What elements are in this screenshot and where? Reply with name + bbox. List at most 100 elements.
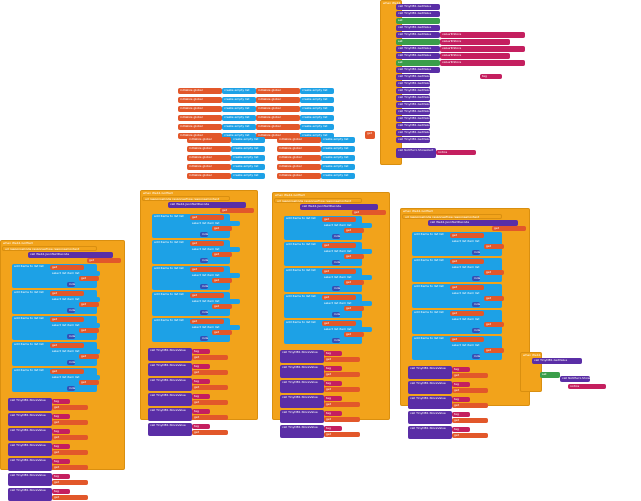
select-list-item-block[interactable]: select list item list [450,343,500,348]
tag-text-block[interactable]: tag [452,382,470,387]
tag-text-block[interactable]: tag [324,351,342,356]
tinydb-store-value-block[interactable]: call TinyDB1.StoreValue [408,426,452,439]
init-global-block[interactable]: initialize global [256,106,300,112]
get-global-list-block[interactable]: get [450,233,484,238]
tinydb-get-value-block[interactable]: call TinyDB1.GetValue [396,116,430,122]
select-list-item-block[interactable]: select list item list [450,317,500,322]
select-list-item-block[interactable]: select list item list [190,273,240,278]
tag-text-block[interactable]: tag [52,429,70,434]
tinydb-get-value-block[interactable]: call TinyDB1.GetValue [396,74,430,80]
set-or-call-block[interactable]: set [396,39,440,45]
init-global-block[interactable]: initialize global [178,88,222,94]
init-global-block[interactable]: initialize global [256,97,300,103]
tag-text-block[interactable]: tag [192,364,210,369]
create-empty-list-block[interactable]: create empty list [231,173,265,179]
get-global-list-block[interactable]: get [324,432,360,437]
tinydb-store-value-block[interactable]: call TinyDB1.StoreValue [8,428,52,441]
tag-text-block[interactable]: tag [192,424,210,429]
tag-text-block[interactable]: tag [452,397,470,402]
select-list-item-block[interactable]: select list item list [322,327,372,332]
tag-text-block[interactable]: tag [52,399,70,404]
get-global-list-block[interactable]: get [190,319,224,324]
init-global-block[interactable]: initialize global [256,133,300,139]
tinydb-get-value-block[interactable]: call TinyDB1.GetValue [396,137,430,143]
index-number-block[interactable]: index [200,258,208,263]
tinydb-store-value-block[interactable]: call TinyDB1.StoreValue [280,365,324,378]
create-empty-list-block[interactable]: create empty list [321,155,355,161]
get-global-list-block[interactable]: get [50,291,84,296]
set-or-call-block[interactable]: call TinyDB1.GetValue [396,53,440,59]
get-item-block[interactable]: get [79,302,99,307]
tinydb-get-value-block[interactable]: call TinyDB1.GetValue [396,95,430,101]
get-item-block[interactable]: get [212,252,232,257]
init-global-block[interactable]: initialize global [187,155,231,161]
tag-text-block[interactable]: tag [324,411,342,416]
create-empty-list-block[interactable]: create empty list [231,146,265,152]
tinydb-store-value-block[interactable]: call TinyDB1.StoreValue [148,363,192,376]
tinydb-store-value-block[interactable]: call TinyDB1.StoreValue [148,393,192,406]
create-empty-list-block[interactable]: create empty list [300,106,334,112]
tag-text-block[interactable]: tag [192,379,210,384]
tinydb-get-value-block[interactable]: call TinyDB1.GetValue [396,109,430,115]
tinydb-get-value-block[interactable]: call TinyDB1.GetValue [396,81,430,87]
select-list-item-block[interactable]: select list item list [322,301,372,306]
get-global-list-block[interactable]: get [52,480,88,485]
tag-text-block[interactable]: tag [452,412,470,417]
create-empty-list-block[interactable]: create empty list [321,173,355,179]
get-global-list-block[interactable]: get [450,337,484,342]
tinydb-store-value-block[interactable]: call TinyDB1.StoreValue [280,350,324,363]
init-global-block[interactable]: initialize global [256,88,300,94]
get-global-list-block[interactable]: get [324,417,360,422]
url-text-block[interactable]: valueToStore [440,53,510,59]
index-number-block[interactable]: index [67,360,75,365]
json-decode-block[interactable]: call Web1.JsonTextDecode [300,204,378,210]
create-empty-list-block[interactable]: create empty list [300,88,334,94]
init-global-block[interactable]: initialize global [187,164,231,170]
get-item-block[interactable]: get [344,254,364,259]
url-text-block[interactable]: valueToStore [440,46,525,52]
index-number-block[interactable]: index [332,234,340,239]
get-global-list-block[interactable]: get [52,435,88,440]
index-number-block[interactable]: index [472,302,480,307]
index-number-block[interactable]: index [200,336,208,341]
create-empty-list-block[interactable]: create empty list [222,133,256,139]
notice-text-block[interactable]: notice [436,150,476,155]
init-global-block[interactable]: initialize global [178,115,222,121]
get-global-list-block[interactable]: get [322,269,356,274]
tag-text-block[interactable]: tag [452,427,470,432]
tinydb-store-value-block[interactable]: call TinyDB1.StoreValue [8,413,52,426]
index-number-block[interactable]: index [472,328,480,333]
tinydb-store-value-block[interactable]: call TinyDB1.StoreValue [148,408,192,421]
create-empty-list-block[interactable]: create empty list [222,124,256,130]
tinydb-store-value-block[interactable]: call TinyDB1.StoreValue [8,443,52,456]
create-empty-list-block[interactable]: create empty list [222,88,256,94]
tinydb-get-value-block[interactable]: call TinyDB1.GetValue [396,88,430,94]
show-alert-block[interactable]: call Notifier1.ShowAlert [396,148,436,158]
init-global-block[interactable]: initialize global [277,164,321,170]
get-global-list-block[interactable]: get [322,295,356,300]
index-number-block[interactable]: index [472,250,480,255]
tinydb-store-value-block[interactable]: call TinyDB1.StoreValue [148,423,192,436]
set-or-call-block[interactable]: call TinyDB1.GetValue [396,11,440,17]
get-global-list-block[interactable]: get [190,241,224,246]
get-global-list-block[interactable]: get [50,343,84,348]
init-global-block[interactable]: initialize global [277,155,321,161]
select-list-item-block[interactable]: select list item list [190,221,240,226]
url-text-block[interactable]: valueToStore [440,39,510,45]
url-text-block[interactable]: valueToStore [440,60,525,66]
notice-text-block[interactable]: notice [568,384,606,389]
show-alert-block[interactable]: call Notifier1.ShowAlert [560,376,590,382]
tag-text-block[interactable]: tag [52,474,70,479]
get-global-list-block[interactable]: get [50,317,84,322]
index-number-block[interactable]: index [200,284,208,289]
get-item-block[interactable]: get [212,304,232,309]
create-empty-list-block[interactable]: create empty list [300,124,334,130]
init-global-block[interactable]: initialize global [178,97,222,103]
get-global-list-block[interactable]: get [50,369,84,374]
init-global-block[interactable]: initialize global [178,133,222,139]
tag-text-block[interactable]: tag [52,459,70,464]
create-empty-list-block[interactable]: create empty list [231,164,265,170]
init-global-block[interactable]: initialize global [277,137,321,143]
json-decode-block[interactable]: call Web1.JsonTextDecode [428,220,518,226]
select-list-item-block[interactable]: select list item list [50,271,100,276]
